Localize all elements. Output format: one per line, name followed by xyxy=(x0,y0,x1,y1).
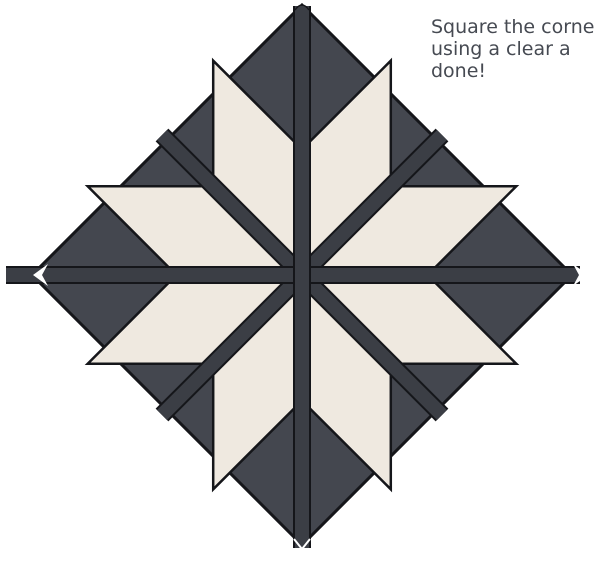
instruction-text: Square the corner using a clear a done! xyxy=(431,16,595,82)
seam-top-notch xyxy=(295,5,309,10)
